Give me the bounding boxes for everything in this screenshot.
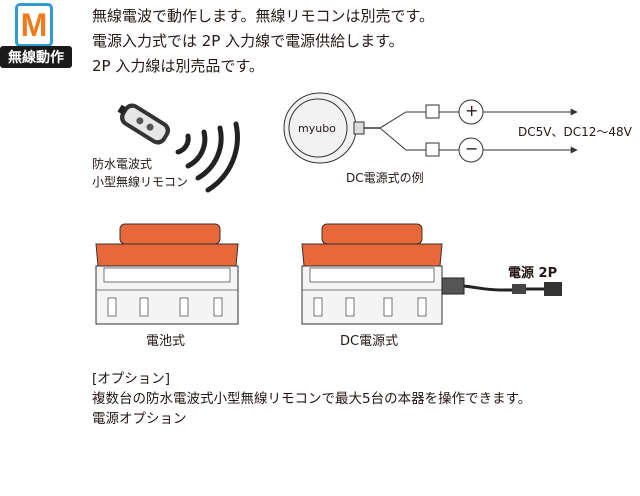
badge-letter: M xyxy=(15,3,53,47)
option-line-2: 電源オプション xyxy=(92,411,187,427)
option-section: [オプション] 複数台の防水電波式小型無線リモコンで最大5台の本器を操作できます… xyxy=(92,369,531,429)
option-heading: [オプション] xyxy=(92,371,171,387)
dc-wiring-diagram xyxy=(283,92,578,164)
remote-caption-line-1: 防水電波式 xyxy=(92,157,153,171)
intro-line-2: 電源入力式では 2P 入力線で電源供給します。 xyxy=(92,32,404,50)
dc-type-unit-illustration xyxy=(301,223,562,325)
remote-caption: 防水電波式 小型無線リモコン xyxy=(92,155,188,191)
dc-diagram-caption: DC電源式の例 xyxy=(346,171,424,185)
plus-terminal-label: + xyxy=(465,101,479,120)
battery-type-caption: 電池式 xyxy=(146,334,186,349)
intro-line-3: 2P 入力線は別売品です。 xyxy=(92,57,264,75)
power-2p-label: 電源 2P xyxy=(508,266,558,281)
intro-line-1: 無線電波で動作します。無線リモコンは別売です。 xyxy=(92,7,435,25)
badge-label: 無線動作 xyxy=(0,46,72,68)
minus-terminal-label: − xyxy=(465,139,479,158)
dc-type-caption: DC電源式 xyxy=(340,334,399,349)
battery-type-unit-illustration xyxy=(95,223,239,325)
intro-text: 無線電波で動作します。無線リモコンは別売です。 電源入力式では 2P 入力線で電… xyxy=(92,4,434,79)
radio-wave-icon xyxy=(175,121,240,193)
option-line-1: 複数台の防水電波式小型無線リモコンで最大5台の本器を操作できます。 xyxy=(92,391,532,407)
remote-control-illustration xyxy=(117,103,171,145)
voltage-label: DC5V、DC12～48V xyxy=(518,125,632,139)
remote-caption-line-2: 小型無線リモコン xyxy=(92,175,189,189)
mode-badge: M 無線動作 xyxy=(0,0,72,72)
myubo-logo: myubo xyxy=(298,122,336,135)
